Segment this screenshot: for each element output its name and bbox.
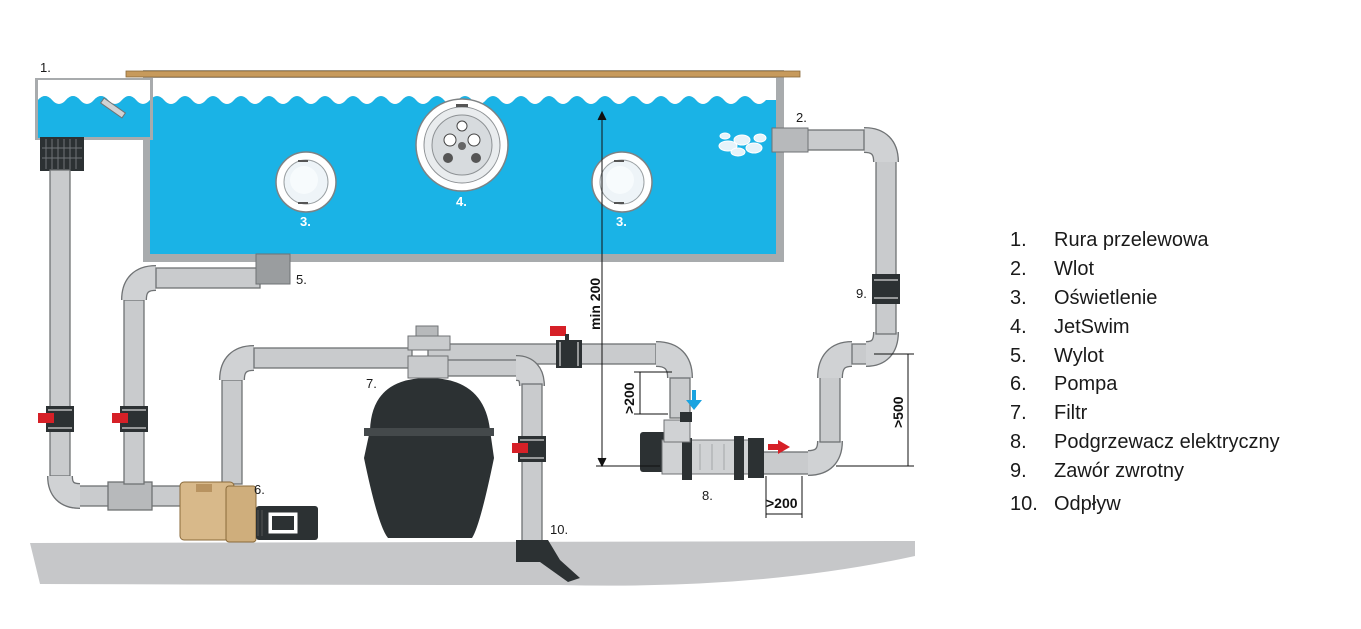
valve-handle-icon [112, 413, 128, 423]
legend-number: 6. [1010, 373, 1027, 396]
legend-item: 2. Wlot [1010, 255, 1280, 284]
drain-pipe [516, 540, 580, 582]
pool-light-left [275, 151, 337, 213]
valve-handle-icon [550, 326, 566, 336]
sand-filter [364, 325, 494, 538]
skimmer-basket [40, 137, 84, 171]
legend-label: Pompa [1054, 373, 1118, 396]
callout-check-valve: 9. [856, 286, 867, 301]
callout-light-left: 3. [300, 214, 311, 229]
legend-number: 5. [1010, 344, 1027, 367]
pool-deck [125, 70, 801, 78]
callout-heater: 8. [702, 488, 713, 503]
pool-inlet-fitting [771, 127, 809, 153]
legend-number: 7. [1010, 402, 1027, 425]
callout-pump: 6. [254, 482, 265, 497]
callout-jetswim: 4. [456, 194, 467, 209]
legend-number: 4. [1010, 315, 1027, 338]
callout-inlet: 2. [796, 110, 807, 125]
legend-label: Zawór zwrotny [1054, 460, 1185, 483]
pool-light-right [591, 151, 653, 213]
callout-filter: 7. [366, 376, 377, 391]
legend-item: 5. Wylot [1010, 342, 1280, 371]
legend-label: Rura przelewowa [1054, 228, 1209, 251]
dimension-heater-inlet: >200 [621, 382, 637, 414]
legend-label: JetSwim [1054, 315, 1130, 338]
pump [179, 481, 318, 543]
ball-valve-left-2[interactable] [112, 406, 148, 432]
legend-label: Wylot [1054, 344, 1104, 367]
dimension-heater-outlet: >200 [766, 495, 798, 511]
legend-item: 4. JetSwim [1010, 313, 1280, 342]
flow-arrow-down-icon [686, 390, 702, 410]
legend-item: 9. Zawór zwrotny [1010, 457, 1280, 486]
skimmer-flap [99, 97, 127, 119]
dimension-min-height: min 200 [587, 278, 603, 330]
pool-outlet-fitting [255, 253, 291, 285]
legend-number: 9. [1010, 460, 1027, 483]
legend-number: 8. [1010, 431, 1027, 454]
callout-overflow-pipe: 1. [40, 60, 51, 75]
valve-handle-icon [512, 443, 528, 453]
ground [30, 541, 915, 586]
legend-item: 10. Odpływ [1010, 490, 1280, 519]
ball-valve-left-1[interactable] [38, 406, 74, 432]
legend-item: 3. Oświetlenie [1010, 284, 1280, 313]
legend-label: Wlot [1054, 257, 1094, 280]
legend-number: 10. [1010, 492, 1038, 515]
legend-number: 1. [1010, 228, 1027, 251]
callout-outlet: 5. [296, 272, 307, 287]
filter-multiport-valve[interactable] [407, 335, 451, 351]
pool-circulation-diagram: min 200 >200 >500 >200 1. 2. 3. 4. 3. 5.… [30, 60, 915, 586]
flow-arrow-right-icon [768, 440, 790, 454]
callout-light-right: 3. [616, 214, 627, 229]
legend-number: 2. [1010, 257, 1027, 280]
check-valve [872, 274, 900, 304]
legend-item: 6. Pompa [1010, 370, 1280, 399]
legend-item: 7. Filtr [1010, 399, 1280, 428]
legend: 1. Rura przelewowa 2. Wlot 3. Oświetlenie 4… [1010, 226, 1280, 519]
legend-label: Oświetlenie [1054, 286, 1158, 309]
legend-label: Odpływ [1054, 492, 1121, 515]
water-jet-bubbles-icon [718, 132, 767, 157]
valve-handle-icon [38, 413, 54, 423]
legend-number: 3. [1010, 286, 1027, 309]
electric-heater [640, 412, 764, 480]
callout-drain: 10. [550, 522, 568, 537]
legend-item: 8. Podgrzewacz elektryczny [1010, 428, 1280, 457]
dimension-lines [596, 110, 914, 518]
legend-item: 1. Rura przelewowa [1010, 226, 1280, 255]
legend-label: Filtr [1054, 402, 1088, 425]
ball-valve-drain[interactable] [512, 436, 546, 462]
overflow-skimmer [35, 78, 153, 171]
jetswim-unit [415, 98, 509, 192]
ball-valve-heater-bypass[interactable] [550, 326, 582, 368]
legend-label: Podgrzewacz elektryczny [1054, 431, 1280, 454]
dimension-return-height: >500 [890, 396, 906, 428]
